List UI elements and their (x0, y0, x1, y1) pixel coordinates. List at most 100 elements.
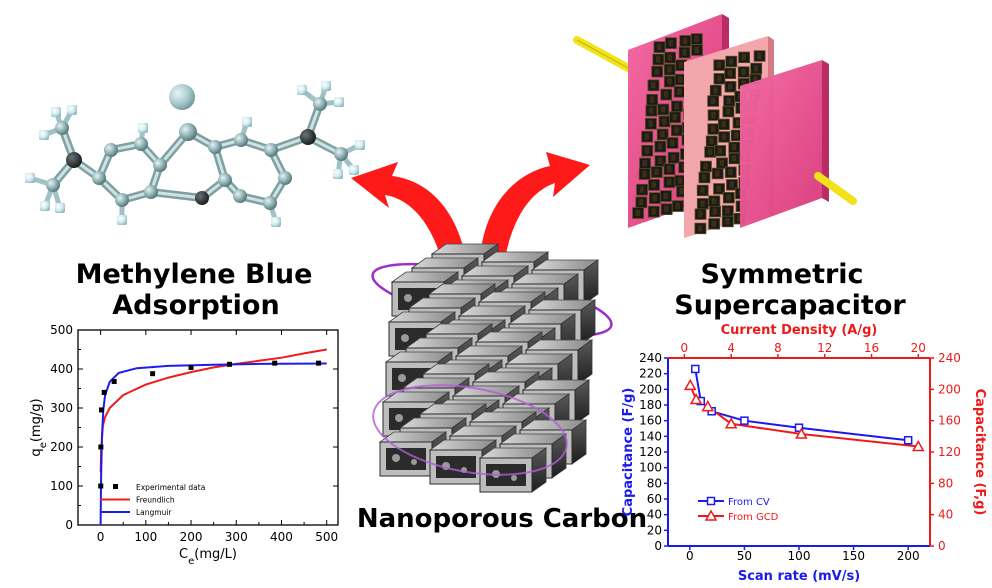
y-tick-label: 240 (639, 351, 662, 365)
legend-marker (704, 509, 718, 521)
carbon-chunk-pore (734, 132, 739, 139)
carbon-atom (218, 173, 232, 187)
carbon-chunk-pore (753, 65, 759, 72)
series-line-from-cv (694, 368, 909, 442)
cv-square-marker (691, 364, 700, 374)
y-tick-label: 200 (50, 440, 73, 454)
x-tick-label: 150 (842, 549, 865, 563)
y2-tick-label: 80 (938, 476, 953, 490)
hydrogen-atom (242, 117, 252, 127)
collector-right-edge (822, 60, 829, 202)
bond-highlight (149, 190, 204, 200)
data-point (98, 444, 104, 450)
arrow-to-adsorption (351, 162, 466, 258)
y-tick-label: 100 (50, 479, 73, 493)
carbon-chunk-pore (728, 168, 733, 176)
carbon-chunk-pore (711, 220, 717, 227)
carbon-chunk-pore (701, 174, 707, 181)
y2-tick-label: 240 (938, 351, 961, 365)
data-point (101, 389, 107, 395)
carbon-chunk-pore (649, 96, 655, 103)
carbon-atom (104, 143, 118, 157)
carbon-chunk-pore (677, 88, 682, 95)
carbon-chunk-pore (650, 81, 656, 89)
carbon-atom (134, 137, 148, 151)
framework-hole (411, 459, 417, 465)
framework-pore (386, 448, 426, 470)
x-tick-label: 50 (737, 549, 752, 563)
hydrogen-atom (25, 173, 35, 183)
carbon-chunk-pore (707, 148, 713, 156)
y-axis-label: Capacitance (F/g) (621, 388, 636, 517)
gcd-triangle-marker (912, 439, 925, 452)
data-point (99, 407, 105, 413)
carbon-chunk-pore (719, 159, 725, 167)
hydrogen-atom (39, 130, 49, 140)
current-collector-right (740, 60, 822, 228)
legend-label: From GCD (728, 512, 779, 523)
carbon-chunk-pore (698, 210, 703, 218)
carbon-atom (264, 143, 278, 157)
hydrogen-atom (349, 165, 359, 175)
carbon-chunk-pore (663, 91, 669, 98)
framework-hole (392, 454, 400, 462)
carbon-chunk-pore (741, 54, 747, 61)
carbon-chunk-pore (644, 133, 650, 140)
x-tick-label: 0 (97, 530, 105, 544)
carbon-chunk-pore (638, 198, 644, 206)
carbon-chunk-pore (709, 137, 714, 145)
carbon-chunk-pore (668, 39, 673, 47)
carbon-chunk-pore (712, 208, 718, 215)
carbon-chunk-pore (660, 106, 666, 113)
y2-tick-label: 160 (938, 414, 961, 428)
y2-tick-label: 120 (938, 445, 961, 459)
cv-square-marker (903, 436, 913, 445)
legend-label: Experimental data (136, 483, 205, 492)
carbon-chunk-pore (657, 157, 663, 165)
x-tick-label: 200 (180, 530, 203, 544)
y-axis-label: qe(mg/g) (29, 398, 49, 456)
nanoporous-carbon-framework (371, 243, 613, 493)
carbon-chunk-pore (662, 118, 667, 125)
carbon-chunk-pore (741, 80, 746, 87)
nitrogen-atom (300, 129, 316, 145)
plot-frame (77, 329, 339, 526)
gcd-triangle-marker (683, 378, 697, 391)
y-tick-label: 0 (654, 539, 662, 553)
legend-label: Freundlich (136, 496, 175, 505)
y-tick-label: 220 (639, 367, 662, 381)
supercapacitor-device (573, 14, 857, 238)
title-methylene-line1: Methylene Blue (76, 259, 313, 290)
y2-axis-label: Capacitance (F,g) (972, 389, 987, 516)
carbon-chunk-pore (681, 163, 687, 171)
carbon-chunk-pore (666, 165, 672, 173)
carbon-chunk-pore (716, 185, 722, 192)
x-tick-label: 100 (134, 530, 157, 544)
y-tick-label: 300 (50, 401, 73, 415)
framework-hole (401, 334, 409, 342)
carbon-atom (46, 178, 60, 192)
carbon-chunk-pore (697, 225, 703, 232)
carbon-chunk-pore (731, 155, 737, 162)
carbon-chunk-pore (642, 160, 648, 167)
y-tick-label: 160 (639, 414, 662, 428)
title-methylene-line2: Adsorption (112, 290, 279, 321)
hydrogen-atom (67, 105, 77, 115)
y-tick-label: 140 (639, 429, 662, 443)
carbon-atom (234, 133, 248, 147)
legend-label: Langmuir (136, 508, 172, 517)
y2-tick-label: 40 (938, 508, 953, 522)
carbon-atom (144, 185, 158, 199)
y2-tick-label: 0 (938, 539, 946, 553)
carbon-chunk-pore (694, 46, 699, 53)
hydrogen-atom (117, 215, 127, 225)
series-line-langmuir (99, 362, 327, 526)
title-nanoporous-carbon: Nanoporous Carbon (357, 504, 647, 534)
carbon-chunk-pore (678, 76, 683, 83)
carbon-chunk-pore (672, 113, 678, 121)
carbon-chunk-pore (727, 70, 733, 77)
carbon-chunk-pore (651, 181, 657, 188)
